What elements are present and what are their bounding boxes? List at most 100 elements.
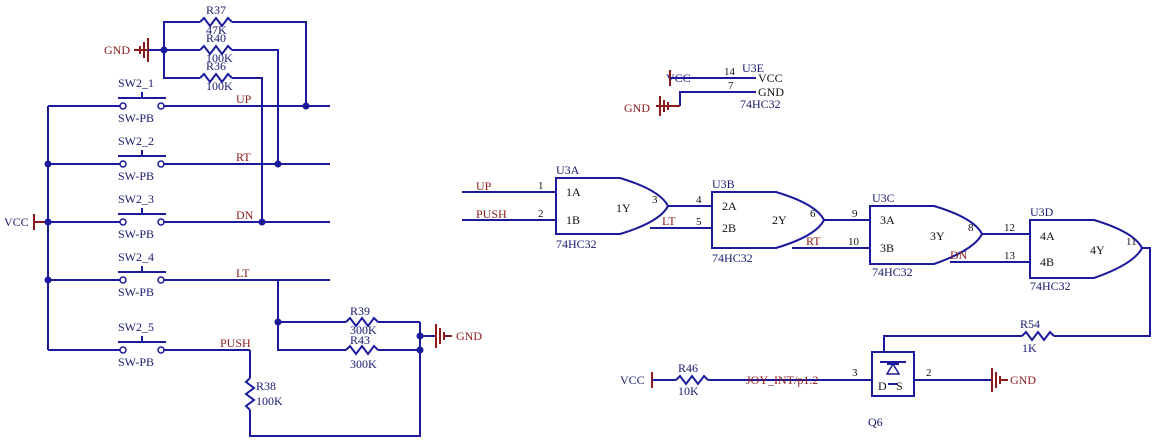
svg-text:2B: 2B	[722, 221, 736, 235]
net-label-lt: LT	[662, 214, 676, 228]
svg-text:R43: R43	[350, 333, 370, 347]
svg-text:12: 12	[1004, 222, 1015, 234]
svg-text:47K: 47K	[206, 23, 227, 37]
switch-sw2-5[interactable]: SW2_5 SW-PB PUSH	[48, 320, 251, 369]
switch-type: SW-PB	[118, 285, 154, 299]
svg-text:U3C: U3C	[872, 191, 895, 205]
svg-text:74HC32: 74HC32	[712, 251, 753, 265]
net-label-rt: RT	[806, 234, 821, 248]
switch-ref: SW2_3	[118, 192, 154, 206]
resistor-r39[interactable]: R39 300K	[345, 304, 420, 337]
switch-sw2-2[interactable]: SW2_2 SW-PB RT	[48, 134, 330, 183]
switch-type: SW-PB	[118, 355, 154, 369]
switch-type: SW-PB	[118, 111, 154, 125]
net-label-dn: DN	[950, 248, 968, 262]
svg-text:S: S	[896, 379, 903, 393]
svg-text:100K: 100K	[256, 394, 283, 408]
svg-text:3: 3	[652, 194, 658, 206]
svg-text:300K: 300K	[350, 323, 377, 337]
svg-text:2A: 2A	[722, 199, 737, 213]
svg-text:U3B: U3B	[712, 177, 735, 191]
svg-text:13: 13	[1004, 250, 1016, 262]
svg-text:R40: R40	[206, 31, 226, 45]
resistor-r43[interactable]: R43 300K	[345, 333, 420, 371]
svg-text:U3E: U3E	[742, 61, 764, 75]
svg-text:R54: R54	[1020, 317, 1040, 331]
switch-ref: SW2_1	[118, 76, 154, 90]
gnd-label-u3e: GND	[624, 101, 650, 115]
net-label-joy-int: JOY_INT/p1.2	[746, 373, 818, 387]
svg-text:1A: 1A	[566, 185, 581, 199]
gate-u3d[interactable]: DN U3D 4A 4B 4Y 12 13 11 74HC32	[950, 205, 1144, 293]
net-label-rt: RT	[236, 150, 251, 164]
svg-text:R37: R37	[206, 3, 226, 17]
power-unit-u3e[interactable]: VCC 14 U3E VCC GND 7 GND 74HC32	[624, 61, 784, 116]
gate-u3a[interactable]: UP PUSH U3A 1A 1B 1Y 1 2 3 74HC32	[462, 163, 670, 251]
gnd-label-q6: GND	[1010, 373, 1036, 387]
svg-text:2Y: 2Y	[772, 213, 787, 227]
svg-text:1K: 1K	[1022, 341, 1037, 355]
svg-text:2: 2	[926, 367, 932, 379]
svg-text:2: 2	[538, 208, 544, 220]
svg-text:74HC32: 74HC32	[872, 265, 913, 279]
vcc-symbol-q6: VCC	[620, 372, 676, 388]
svg-text:1: 1	[538, 180, 544, 192]
gnd-label-mid: GND	[456, 329, 482, 343]
resistor-r54[interactable]: R54 1K	[883, 317, 1055, 355]
resistor-r40[interactable]: R40 100K	[199, 31, 279, 164]
svg-text:1B: 1B	[566, 213, 580, 227]
gate-u3c[interactable]: RT U3C 3A 3B 3Y 9 10 8 74HC32	[792, 191, 984, 279]
svg-text:3B: 3B	[880, 241, 894, 255]
switch-ref: SW2_5	[118, 320, 154, 334]
svg-text:14: 14	[724, 66, 736, 78]
svg-text:10: 10	[848, 236, 860, 248]
svg-text:GND: GND	[758, 85, 784, 99]
svg-text:11: 11	[1126, 236, 1137, 248]
resistor-r38[interactable]: R38 100K	[244, 350, 283, 411]
svg-text:R36: R36	[206, 59, 226, 73]
svg-text:R39: R39	[350, 304, 370, 318]
svg-text:8: 8	[968, 222, 974, 234]
gnd-symbol-mid: GND	[435, 324, 482, 348]
svg-text:74HC32: 74HC32	[740, 97, 781, 111]
transistor-q6[interactable]: D S 3 2 Q6	[852, 351, 932, 429]
svg-text:U3D: U3D	[1030, 205, 1054, 219]
switch-sw2-1[interactable]: SW2_1 SW-PB UP	[48, 76, 330, 125]
net-label-lt: LT	[236, 266, 250, 280]
svg-text:10K: 10K	[678, 384, 699, 398]
svg-text:7: 7	[728, 80, 734, 92]
gate-u3b[interactable]: LT U3B 2A 2B 2Y 4 5 6 74HC32	[650, 177, 826, 265]
switch-sw2-3[interactable]: SW2_3 SW-PB DN	[48, 192, 330, 241]
svg-text:100K: 100K	[206, 51, 233, 65]
resistor-r46[interactable]: R46 10K	[675, 361, 872, 398]
resistor-r37[interactable]: R37 47K	[199, 3, 307, 106]
switch-type: SW-PB	[118, 227, 154, 241]
svg-text:R46: R46	[678, 361, 698, 375]
svg-text:5: 5	[696, 216, 702, 228]
svg-text:74HC32: 74HC32	[1030, 279, 1071, 293]
svg-text:1Y: 1Y	[616, 201, 631, 215]
svg-text:R38: R38	[256, 379, 276, 393]
resistor-r36[interactable]: R36 100K	[199, 59, 263, 222]
switch-sw2-4[interactable]: SW2_4 SW-PB LT	[48, 250, 330, 299]
svg-text:4B: 4B	[1040, 255, 1054, 269]
svg-text:4Y: 4Y	[1090, 243, 1105, 257]
svg-text:6: 6	[810, 208, 816, 220]
gnd-symbol-q6: GND	[991, 368, 1036, 392]
gnd-symbol-top: GND	[104, 38, 149, 62]
svg-text:4: 4	[696, 194, 702, 206]
net-label-push: PUSH	[220, 336, 251, 350]
svg-text:4A: 4A	[1040, 229, 1055, 243]
svg-text:300K: 300K	[350, 357, 377, 371]
net-label-up: UP	[476, 179, 492, 193]
net-label-dn: DN	[236, 208, 254, 222]
svg-text:D: D	[878, 379, 887, 393]
svg-text:74HC32: 74HC32	[556, 237, 597, 251]
vcc-label-q6: VCC	[620, 373, 645, 387]
gnd-label-top: GND	[104, 43, 130, 57]
net-label-up: UP	[236, 92, 252, 106]
net-label-push: PUSH	[476, 207, 507, 221]
svg-text:U3A: U3A	[556, 163, 580, 177]
svg-text:3: 3	[852, 367, 858, 379]
